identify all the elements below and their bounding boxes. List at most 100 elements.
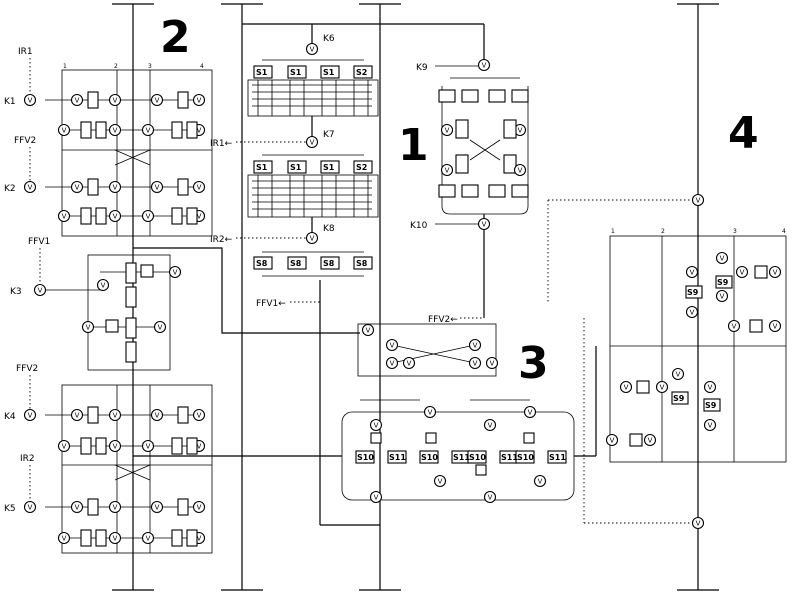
node-symbol: V xyxy=(146,127,151,135)
section-number-1: 1 xyxy=(398,120,429,171)
node-symbol: V xyxy=(28,184,33,192)
right-block xyxy=(547,193,787,530)
node-symbol: V xyxy=(374,422,379,430)
node-symbol: V xyxy=(708,422,713,430)
node-symbol: V xyxy=(113,213,118,221)
node-symbol: V xyxy=(310,139,315,147)
ffv1-label-left: FFV1 xyxy=(28,237,50,247)
node-symbol: V xyxy=(696,520,701,528)
node-symbol: V xyxy=(390,342,395,350)
node-symbol: V xyxy=(518,127,523,135)
node-symbol: V xyxy=(488,494,493,502)
node-symbol: V xyxy=(75,97,80,105)
switch-s10: S10 xyxy=(357,453,374,462)
node-symbol: V xyxy=(197,184,202,192)
port-label: 3 xyxy=(148,63,152,70)
node-symbol: V xyxy=(482,221,487,229)
node-symbol: V xyxy=(197,535,202,543)
switch-s9: S9 xyxy=(717,278,729,287)
node-symbol: V xyxy=(173,269,178,277)
switch-s1: S1 xyxy=(323,68,335,77)
node-symbol: V xyxy=(197,97,202,105)
port-label: 1 xyxy=(63,63,67,70)
k2-label: K2 xyxy=(4,184,16,194)
switch-s8: S8 xyxy=(290,259,302,268)
switch-s1: S1 xyxy=(256,68,268,77)
node-symbol: V xyxy=(113,443,118,451)
switch-s11: S11 xyxy=(389,453,406,462)
node-symbol: V xyxy=(720,255,725,263)
k5-label: K5 xyxy=(4,504,16,514)
node-symbol: V xyxy=(528,409,533,417)
node-symbol: V xyxy=(310,46,315,54)
switch-s1: S1 xyxy=(323,163,335,172)
node-symbol: V xyxy=(197,504,202,512)
node-symbol: V xyxy=(75,184,80,192)
node-symbol: V xyxy=(113,184,118,192)
node-symbol: V xyxy=(197,412,202,420)
node-symbol: V xyxy=(113,127,118,135)
left-connectors xyxy=(133,247,360,457)
switch-s1: S1 xyxy=(290,68,302,77)
switch-s9: S9 xyxy=(673,394,685,403)
node-symbol: V xyxy=(75,412,80,420)
port-label: 4 xyxy=(200,63,204,70)
switch-s10: S10 xyxy=(517,453,534,462)
ir2-label-left: IR2 xyxy=(20,454,35,464)
node-symbol: V xyxy=(310,235,315,243)
switch-s11: S11 xyxy=(501,453,518,462)
k3-label: K3 xyxy=(10,287,22,297)
switch-s8: S8 xyxy=(356,259,368,268)
node-symbol: V xyxy=(740,269,745,277)
k6-label: K6 xyxy=(323,34,335,44)
node-symbol: V xyxy=(407,360,412,368)
node-symbol: V xyxy=(28,97,33,105)
node-symbol: V xyxy=(38,287,43,295)
switch-s1: S1 xyxy=(290,163,302,172)
ir1-label: IR1 xyxy=(18,47,33,57)
node-symbol: V xyxy=(146,213,151,221)
switch-s9: S9 xyxy=(705,401,717,410)
node-symbol: V xyxy=(113,412,118,420)
node-symbol: V xyxy=(708,384,713,392)
k9-label: K9 xyxy=(416,63,428,73)
ffv2-output-label: FFV2← xyxy=(428,315,458,325)
switch-s1: S1 xyxy=(256,163,268,172)
switch-s8: S8 xyxy=(256,259,268,268)
node-symbol: V xyxy=(197,213,202,221)
node-symbol: V xyxy=(155,412,160,420)
node-symbol: V xyxy=(113,504,118,512)
k7-label: K7 xyxy=(323,130,335,140)
node-symbol: V xyxy=(155,504,160,512)
switch-s2: S2 xyxy=(356,68,367,77)
node-symbol: V xyxy=(146,443,151,451)
ir2-output-label: IR2← xyxy=(210,235,233,245)
ir1-output-label: IR1← xyxy=(210,139,233,149)
node-symbol: V xyxy=(62,443,67,451)
node-symbol: V xyxy=(473,342,478,350)
section-number-3: 3 xyxy=(518,338,549,389)
node-symbol: V xyxy=(538,478,543,486)
node-symbol: V xyxy=(690,269,695,277)
node-symbol: V xyxy=(113,97,118,105)
node-symbol: V xyxy=(438,478,443,486)
node-symbol: V xyxy=(86,324,91,332)
node-symbol: V xyxy=(445,127,450,135)
node-symbol: V xyxy=(197,443,202,451)
node-symbol: V xyxy=(676,371,681,379)
ffv1-output-label: FFV1← xyxy=(256,299,286,309)
node-symbol: V xyxy=(155,184,160,192)
switch-s9: S9 xyxy=(687,288,699,297)
k9-block xyxy=(380,23,529,319)
node-symbol: V xyxy=(518,167,523,175)
node-symbol: V xyxy=(482,62,487,70)
node-symbol: V xyxy=(610,437,615,445)
k1-label: K1 xyxy=(4,97,16,107)
node-symbol: V xyxy=(660,384,665,392)
node-symbol: V xyxy=(62,535,67,543)
node-symbol: V xyxy=(101,282,106,290)
node-symbol: V xyxy=(390,360,395,368)
node-glyphs: V V V V V V V V V V V V V V V V V V V V V V V V V V V V V V V V V V V V V V V V… xyxy=(28,46,778,543)
node-symbol: V xyxy=(648,437,653,445)
